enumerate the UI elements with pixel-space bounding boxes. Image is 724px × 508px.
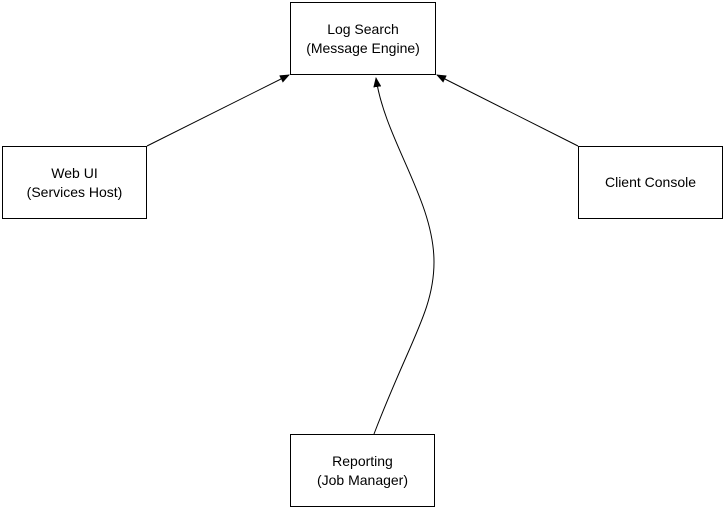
reporting-subtitle: (Job Manager) [316,471,409,488]
reporting-node: Reporting (Job Manager) [290,434,435,507]
web-ui-node: Web UI (Services Host) [2,146,147,219]
edge-client-console-to-log-search [436,74,579,147]
client-console-title: Client Console [604,174,697,190]
log-search-node: Log Search (Message Engine) [290,2,436,75]
reporting-title: Reporting [332,452,393,469]
client-console-node: Client Console [578,146,723,219]
log-search-subtitle: (Message Engine) [306,39,420,56]
web-ui-title: Web UI [51,164,98,181]
web-ui-subtitle: (Services Host) [26,183,123,200]
log-search-title: Log Search [327,20,399,37]
edge-web-ui-to-log-search [146,74,290,147]
edge-reporting-to-log-search [373,77,435,435]
